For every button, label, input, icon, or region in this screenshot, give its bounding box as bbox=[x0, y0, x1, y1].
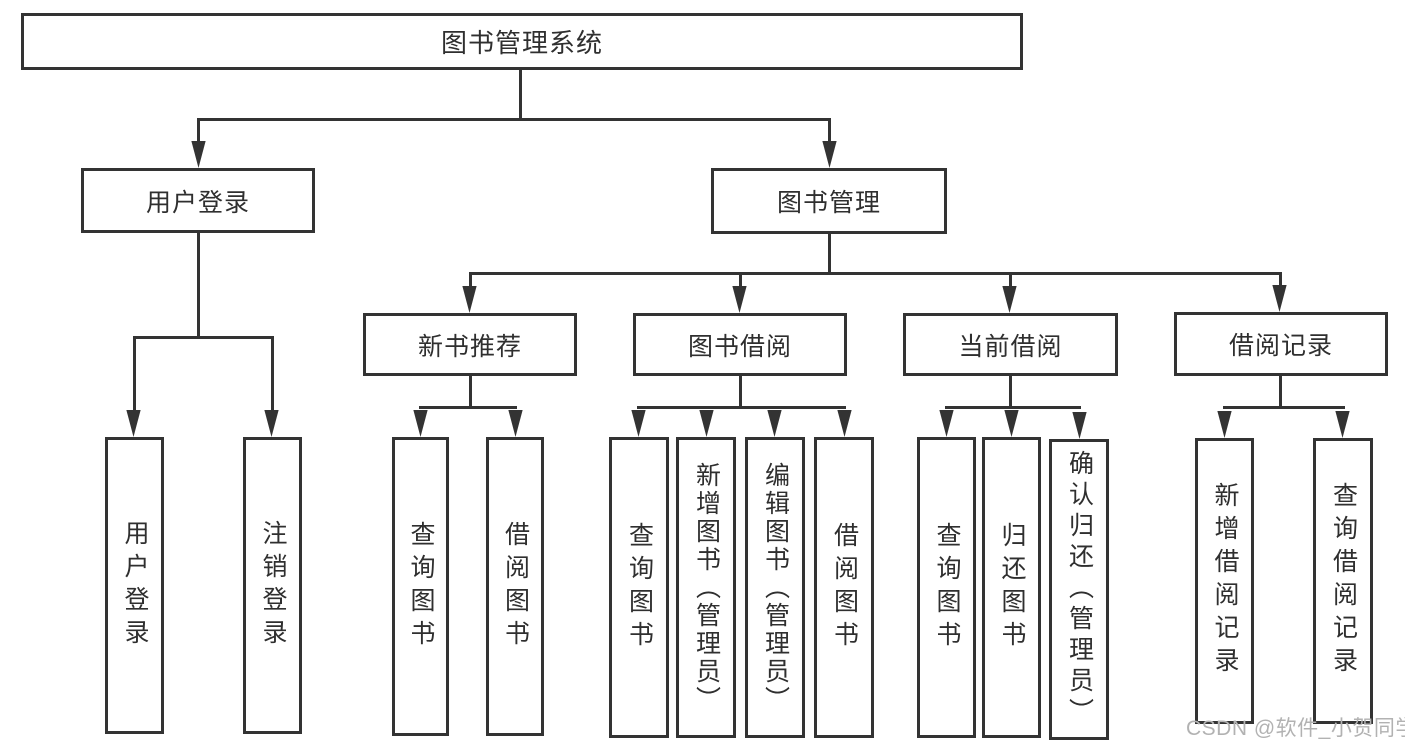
node-book-management-label: 图书管理 bbox=[776, 189, 881, 217]
leaf-records-query-record: 查询借阅记录 bbox=[1313, 438, 1373, 724]
connector-to-book-management bbox=[828, 118, 831, 144]
node-current-borrowing: 当前借阅 bbox=[903, 313, 1118, 376]
leaf-recommend-query-books: 查询图书 bbox=[392, 437, 449, 736]
csdn-watermark: CSDN @软件_小贺同学 bbox=[1186, 717, 1405, 740]
leaf-current-return-books-label: 归还图书 bbox=[998, 521, 1026, 654]
leaf-records-query-record-label: 查询借阅记录 bbox=[1329, 482, 1358, 680]
leaf-current-query-books: 查询图书 bbox=[917, 437, 976, 738]
node-root: 图书管理系统 bbox=[21, 13, 1023, 70]
connector-root-stem bbox=[519, 69, 522, 118]
leaf-borrowing-borrow-books-label: 借阅图书 bbox=[830, 521, 859, 654]
connector-book-borrowing-bar bbox=[637, 406, 846, 409]
arrowhead-user-login bbox=[191, 141, 206, 168]
arrowhead-book-management bbox=[822, 141, 837, 168]
leaf-current-query-books-label: 查询图书 bbox=[933, 521, 961, 654]
arrowhead-bb-borrow bbox=[837, 410, 852, 437]
node-current-borrowing-label: 当前借阅 bbox=[958, 332, 1063, 361]
arrowhead-cb-query bbox=[939, 410, 954, 437]
arrowhead-cb-return bbox=[1004, 410, 1019, 437]
connector-current-borrowing-bar bbox=[945, 406, 1081, 409]
connector-to-current-borrowing bbox=[1009, 272, 1012, 292]
arrowhead-rec-query bbox=[413, 410, 428, 437]
leaf-records-add-record: 新增借阅记录 bbox=[1195, 438, 1254, 724]
leaf-recommend-query-books-label: 查询图书 bbox=[407, 520, 435, 653]
node-book-management: 图书管理 bbox=[711, 168, 947, 234]
leaf-recommend-borrow-books-label: 借阅图书 bbox=[501, 520, 530, 653]
node-user-login: 用户登录 bbox=[81, 168, 315, 233]
connector-to-leaf-logout bbox=[271, 336, 274, 412]
leaf-records-add-record-label: 新增借阅记录 bbox=[1211, 482, 1239, 680]
leaf-user-login-label: 用户登录 bbox=[121, 519, 149, 652]
node-root-label: 图书管理系统 bbox=[440, 28, 603, 58]
arrowhead-leaf-logout bbox=[264, 410, 279, 437]
connector-user-login-bar bbox=[133, 336, 274, 339]
connector-current-borrowing-stem bbox=[1009, 376, 1012, 408]
connector-new-book-bar bbox=[419, 406, 517, 409]
connector-book-management-bar bbox=[469, 272, 1282, 275]
node-borrowing-records-label: 借阅记录 bbox=[1228, 332, 1333, 360]
connector-to-leaf-user-login bbox=[133, 336, 136, 412]
arrowhead-current-borrowing bbox=[1002, 286, 1017, 313]
arrowhead-book-borrowing bbox=[732, 286, 747, 313]
node-book-borrowing-label: 图书借阅 bbox=[687, 332, 792, 361]
arrowhead-br-add bbox=[1217, 411, 1232, 438]
connector-to-book-borrowing bbox=[739, 272, 742, 292]
arrowhead-new-book bbox=[462, 286, 477, 313]
leaf-borrowing-edit-books-admin-label: 编辑图书（管理员） bbox=[761, 461, 790, 714]
connector-borrowing-records-stem bbox=[1279, 376, 1282, 408]
leaf-borrowing-edit-books-admin: 编辑图书（管理员） bbox=[745, 437, 805, 738]
leaf-borrowing-add-books-admin: 新增图书（管理员） bbox=[676, 437, 736, 738]
connector-user-login-stem bbox=[197, 232, 200, 338]
connector-book-borrowing-stem bbox=[739, 376, 742, 408]
node-new-book-recommend: 新书推荐 bbox=[363, 313, 577, 376]
node-book-borrowing: 图书借阅 bbox=[633, 313, 847, 376]
arrowhead-cb-confirm bbox=[1072, 412, 1087, 439]
leaf-borrowing-borrow-books: 借阅图书 bbox=[814, 437, 874, 738]
connector-root-bar bbox=[197, 118, 831, 121]
leaf-recommend-borrow-books: 借阅图书 bbox=[486, 437, 544, 736]
connector-to-user-login bbox=[197, 118, 200, 144]
leaf-current-confirm-return-admin-label: 确认归还（管理员） bbox=[1065, 450, 1094, 729]
leaf-borrowing-query-books-label: 查询图书 bbox=[625, 521, 654, 654]
leaf-current-confirm-return-admin: 确认归还（管理员） bbox=[1049, 439, 1109, 740]
arrowhead-br-query bbox=[1335, 411, 1350, 438]
arrowhead-bb-edit bbox=[767, 410, 782, 437]
leaf-user-login: 用户登录 bbox=[105, 437, 164, 734]
node-borrowing-records: 借阅记录 bbox=[1174, 312, 1388, 376]
leaf-current-return-books: 归还图书 bbox=[982, 437, 1041, 738]
connector-to-new-book bbox=[469, 272, 472, 292]
connector-to-borrowing-records bbox=[1279, 272, 1282, 292]
arrowhead-bb-query bbox=[631, 410, 646, 437]
connector-borrowing-records-bar bbox=[1223, 406, 1345, 409]
connector-book-management-stem bbox=[828, 233, 831, 274]
connector-new-book-stem bbox=[469, 376, 472, 408]
arrowhead-borrowing-records bbox=[1272, 285, 1287, 312]
node-new-book-recommend-label: 新书推荐 bbox=[417, 332, 522, 361]
arrowhead-leaf-user-login bbox=[126, 410, 141, 437]
node-user-login-label: 用户登录 bbox=[145, 188, 250, 217]
arrowhead-rec-borrow bbox=[508, 410, 523, 437]
leaf-logout: 注销登录 bbox=[243, 437, 302, 734]
leaf-logout-label: 注销登录 bbox=[259, 519, 287, 652]
leaf-borrowing-query-books: 查询图书 bbox=[609, 437, 669, 738]
leaf-borrowing-add-books-admin-label: 新增图书（管理员） bbox=[692, 461, 721, 714]
arrowhead-bb-add bbox=[699, 410, 714, 437]
